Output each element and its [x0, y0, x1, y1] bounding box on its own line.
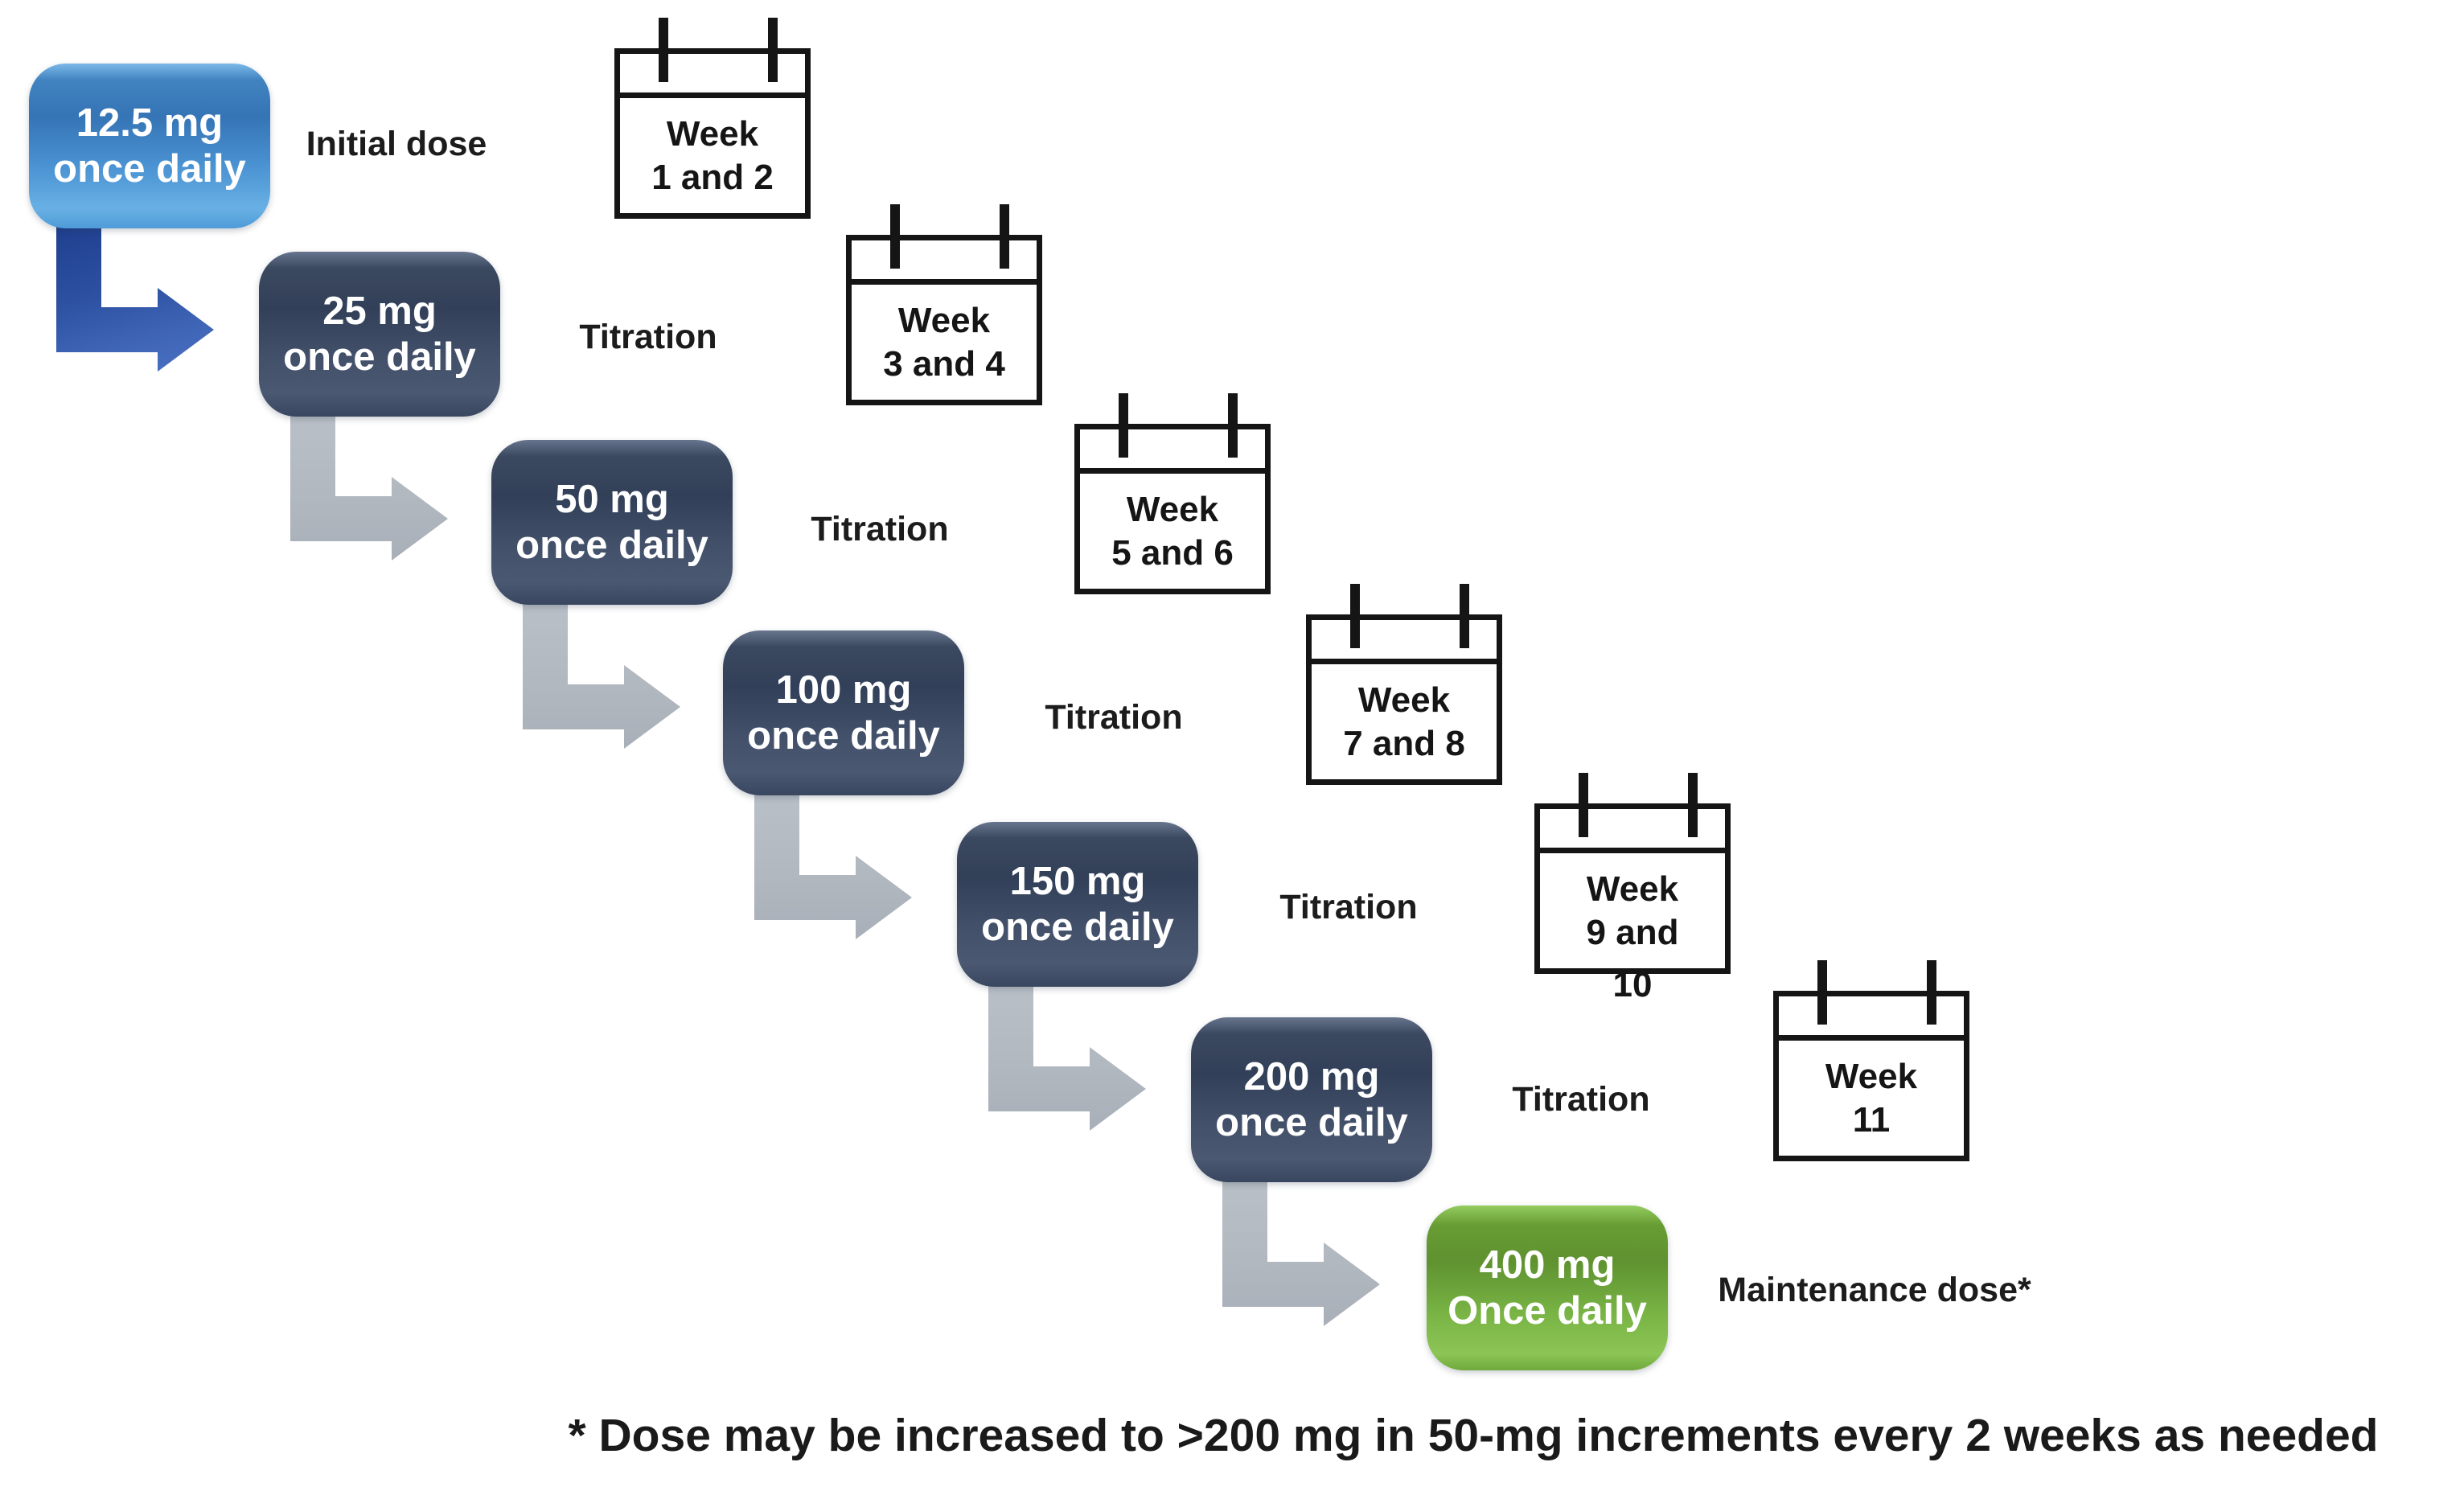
- calendar-pin-icon: [659, 18, 668, 82]
- dose-frequency: Once daily: [1448, 1288, 1647, 1333]
- stage-label-initial-dose: Initial dose: [306, 125, 487, 163]
- calendar-pin-icon: [1927, 960, 1936, 1025]
- calendar-pin-icon: [1817, 960, 1827, 1025]
- calendar-icon-week-7-8: Week 7 and 8: [1306, 584, 1502, 785]
- calendar-pin-icon: [1350, 584, 1360, 648]
- calendar-pin-icon: [768, 18, 778, 82]
- dose-frequency: once daily: [981, 905, 1174, 949]
- calendar-header: [1540, 809, 1725, 853]
- dose-box-12-5mg: 12.5 mg once daily: [29, 64, 270, 228]
- calendar-pin-icon: [1119, 393, 1128, 458]
- calendar-header: [852, 240, 1037, 285]
- elbow-arrow-icon: [56, 224, 214, 372]
- dose-frequency: once daily: [747, 713, 940, 758]
- calendar-label: Week 3 and 4: [852, 285, 1037, 400]
- calendar-header: [1779, 996, 1964, 1041]
- dose-amount: 50 mg: [555, 477, 669, 521]
- calendar-label: Week 9 and: [1540, 853, 1725, 968]
- calendar-header: [620, 54, 805, 98]
- calendar-pin-icon: [1000, 204, 1009, 269]
- dose-frequency: once daily: [283, 335, 476, 379]
- calendar-week-range: 3 and 4: [883, 343, 1005, 384]
- stage-label-titration-2: Titration: [811, 510, 949, 548]
- dose-amount: 400 mg: [1479, 1242, 1616, 1287]
- dose-box-400mg: 400 mg Once daily: [1427, 1206, 1668, 1370]
- elbow-arrow-icon: [1222, 1178, 1380, 1326]
- dose-box-50mg: 50 mg once daily: [491, 440, 733, 605]
- calendar-label: Week 1 and 2: [620, 98, 805, 213]
- calendar-label: Week 11: [1779, 1041, 1964, 1156]
- footnote-text: * Dose may be increased to >200 mg in 50…: [568, 1410, 2379, 1461]
- calendar-label: Week 5 and 6: [1080, 474, 1265, 589]
- calendar-pin-icon: [890, 204, 900, 269]
- calendar-icon-week-1-2: Week 1 and 2: [614, 18, 811, 219]
- dose-box-25mg: 25 mg once daily: [259, 252, 500, 417]
- elbow-arrow-icon: [754, 791, 912, 939]
- dose-frequency: once daily: [515, 523, 708, 567]
- calendar-header: [1080, 429, 1265, 474]
- calendar-week-word: Week: [1357, 680, 1451, 720]
- calendar-pin-icon: [1228, 393, 1238, 458]
- dose-frequency: once daily: [53, 146, 246, 191]
- stage-label-titration-4: Titration: [1279, 888, 1418, 926]
- dose-amount: 100 mg: [775, 667, 912, 712]
- dose-box-100mg: 100 mg once daily: [723, 630, 964, 795]
- dose-amount: 25 mg: [322, 289, 437, 333]
- dose-amount: 12.5 mg: [76, 101, 224, 145]
- calendar-week-range: 9 and: [1586, 912, 1679, 952]
- calendar-week-range: 11: [1852, 1099, 1891, 1140]
- calendar-week-word: Week: [897, 300, 991, 340]
- calendar-icon-week-5-6: Week 5 and 6: [1074, 393, 1271, 594]
- calendar-week-word: Week: [1825, 1056, 1918, 1096]
- calendar-week-range: 7 and 8: [1343, 723, 1465, 763]
- dose-frequency: once daily: [1215, 1100, 1408, 1144]
- stage-label-titration-1: Titration: [579, 318, 717, 356]
- elbow-arrow-icon: [988, 983, 1146, 1131]
- dose-amount: 150 mg: [1009, 859, 1146, 903]
- elbow-arrow-icon: [523, 601, 680, 749]
- stage-label-titration-5: Titration: [1512, 1080, 1650, 1119]
- calendar-week-overflow-number: 10: [1612, 965, 1653, 1004]
- calendar-week-word: Week: [666, 113, 759, 154]
- dose-amount: 200 mg: [1243, 1054, 1380, 1099]
- calendar-icon-week-11: Week 11: [1773, 960, 1969, 1161]
- calendar-pin-icon: [1688, 773, 1698, 837]
- calendar-week-range: 5 and 6: [1111, 532, 1234, 573]
- dose-box-150mg: 150 mg once daily: [957, 822, 1198, 987]
- stage-label-titration-3: Titration: [1045, 698, 1183, 737]
- calendar-header: [1312, 620, 1497, 664]
- elbow-arrow-icon: [290, 413, 448, 561]
- stage-label-maintenance-dose: Maintenance dose*: [1718, 1271, 2031, 1309]
- dose-box-200mg: 200 mg once daily: [1191, 1017, 1432, 1182]
- calendar-icon-week-9-10: Week 9 and 10: [1534, 773, 1731, 1004]
- calendar-pin-icon: [1579, 773, 1588, 837]
- calendar-week-word: Week: [1126, 489, 1219, 529]
- calendar-week-range: 1 and 2: [651, 157, 774, 197]
- calendar-pin-icon: [1460, 584, 1469, 648]
- calendar-label: Week 7 and 8: [1312, 664, 1497, 779]
- calendar-icon-week-3-4: Week 3 and 4: [846, 204, 1042, 405]
- calendar-week-word: Week: [1586, 869, 1679, 909]
